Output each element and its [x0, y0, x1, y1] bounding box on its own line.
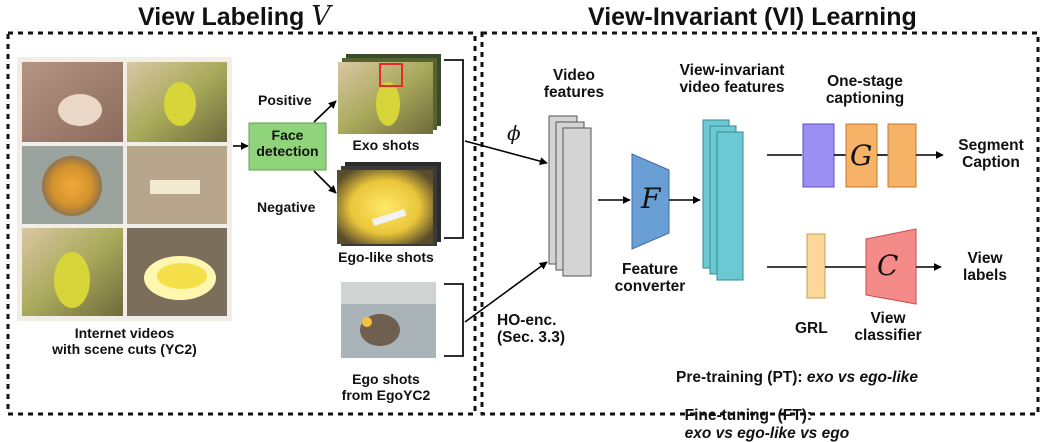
finetuning-note-value: exo vs ego-like vs ego [684, 424, 850, 442]
view-classifier-line2: classifier [854, 327, 922, 345]
converter-symbol: F [641, 182, 661, 215]
bracket-ego [444, 283, 464, 357]
feature-converter-label: Feature converter [600, 261, 700, 296]
view-classifier-shape [865, 228, 917, 305]
vi-features-label: View-invariant video features [657, 62, 807, 97]
view-labeling-panel [6, 31, 477, 416]
arrow-phi [464, 140, 548, 165]
internet-videos-line1: Internet videos [74, 325, 175, 341]
positive-arrow [313, 100, 337, 123]
one-stage-line2: captioning [825, 90, 905, 108]
bracket-exo-egolike [444, 59, 464, 239]
internet-videos-line2: with scene cuts (YC2) [52, 340, 197, 357]
ego-like-shots-stack [337, 162, 441, 246]
video-thumbnails [22, 62, 227, 316]
ego-shots-image [341, 282, 436, 358]
vi-learning-panel [480, 31, 1040, 416]
pretraining-note-label: Pre-training (PT): [676, 369, 803, 386]
feature-converter-shape [631, 153, 670, 250]
ego-shots-line2: from EgoYC2 [341, 386, 431, 403]
face-detection-line2: detection [256, 142, 319, 159]
video-features-label: Video features [529, 67, 619, 102]
view-labeling-title-text: View Labeling [138, 3, 305, 31]
positive-label: Positive [258, 92, 312, 108]
exo-shots-label: Exo shots [352, 137, 420, 153]
feature-converter-line1: Feature [622, 261, 678, 278]
grl-label: GRL [795, 320, 828, 337]
video-features-line2: features [543, 84, 605, 102]
internet-videos-caption: Internet videos with scene cuts (YC2) [22, 325, 227, 357]
finetuning-note: Fine-tuning (FT): exo vs ego-like vs ego [676, 390, 850, 442]
view-labels-line1: View [967, 250, 1003, 267]
arrow-ho-enc [464, 261, 548, 323]
view-classifier-label: View classifier [838, 310, 938, 345]
pretraining-note: Pre-training (PT): exo vs ego-like [676, 369, 918, 386]
one-stage-captioning-label: One-stage captioning [810, 73, 920, 108]
view-labeling-title: View Labeling V [138, 1, 331, 32]
video-features-line1: Video [553, 67, 595, 84]
segment-caption-line1: Segment [958, 137, 1024, 154]
diagram-canvas: View Labeling V View-Invariant (VI) Lear… [6, 1, 1040, 442]
exo-shots-stack [338, 54, 441, 134]
view-labels-label: View labels [950, 250, 1020, 285]
ego-like-shots-label: Ego-like shots [338, 249, 434, 265]
feature-converter-line2: converter [614, 278, 686, 296]
view-labeling-symbol: V [311, 1, 331, 32]
one-stage-line1: One-stage [827, 73, 903, 90]
ho-enc-line2: (Sec. 3.3) [497, 329, 566, 347]
video-features-stack [548, 115, 592, 277]
decoder-symbol: G [850, 139, 873, 172]
ego-shots-label: Ego shots from EgoYC2 [326, 371, 446, 403]
segment-caption-label: Segment Caption [946, 137, 1036, 172]
negative-arrow [313, 170, 337, 194]
finetuning-note-label: Fine-tuning (FT): [684, 407, 813, 425]
classifier-symbol: C [877, 249, 899, 282]
vi-features-line1: View-invariant [679, 62, 785, 79]
face-detection-box [248, 122, 327, 171]
ho-enc-line1: HO-enc. [497, 312, 557, 329]
decoder-block-g [845, 123, 878, 188]
pretraining-note-value: exo vs ego-like [806, 369, 919, 386]
phi-symbol: ϕ [507, 121, 521, 145]
vi-features-line2: video features [679, 79, 785, 97]
face-bbox [379, 63, 403, 87]
encoder-block [802, 123, 835, 188]
negative-label: Negative [257, 199, 316, 215]
diagram-graphics [6, 31, 1040, 416]
ego-shots-line1: Ego shots [352, 371, 420, 387]
face-detection-line1: Face [271, 127, 304, 143]
face-detection-label: Face detection [249, 127, 326, 159]
segment-caption-line2: Caption [962, 154, 1020, 172]
view-labels-line2: labels [963, 267, 1007, 285]
vi-features-stack [702, 119, 744, 281]
ho-enc-label: HO-enc. (Sec. 3.3) [497, 312, 565, 347]
vi-learning-title: View-Invariant (VI) Learning [588, 3, 917, 31]
view-classifier-line1: View [870, 310, 906, 327]
decoder-block-out [887, 123, 917, 188]
grl-block [806, 233, 826, 299]
